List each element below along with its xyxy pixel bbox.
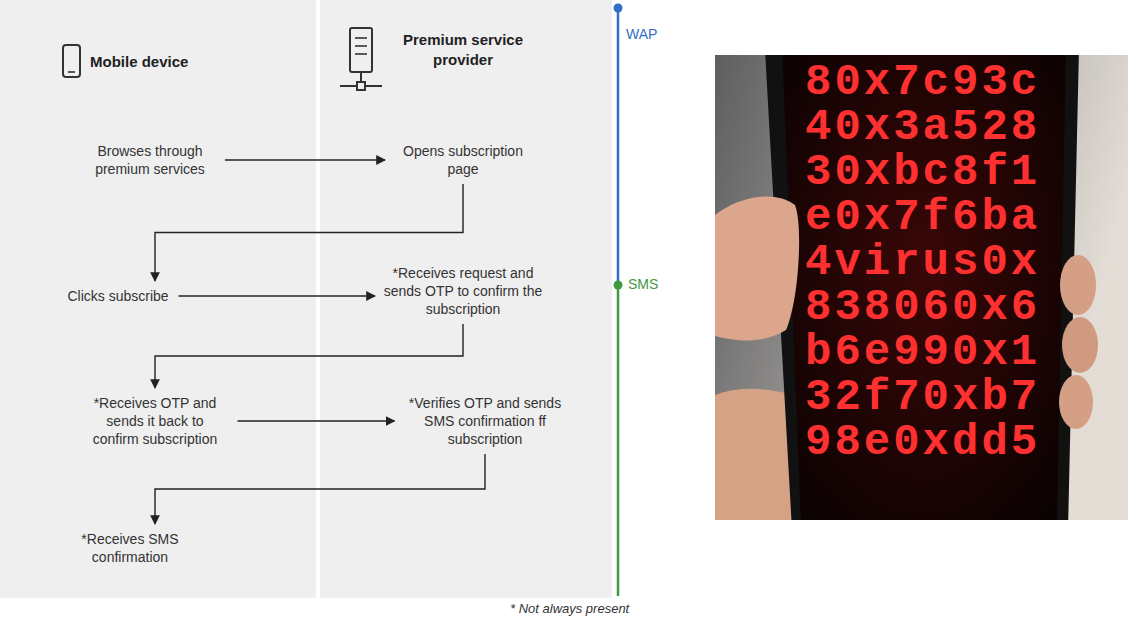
column-divider	[316, 0, 320, 598]
flow-arrow	[238, 420, 395, 421]
step-text: Browses through premium services	[85, 142, 215, 178]
step-text: *Receives OTP and sends it back to confi…	[83, 394, 228, 448]
server-icon	[350, 28, 372, 72]
phone-body	[765, 55, 1079, 520]
hand-thumb	[715, 197, 799, 341]
screen-code-line: 4virus0x	[805, 240, 1040, 285]
server-slot	[355, 45, 367, 47]
screen-code-line: 40x3a528	[805, 105, 1040, 150]
panel-ground	[0, 0, 612, 598]
step-text: *Receives SMS confirmation	[65, 530, 195, 566]
swimlane-column: Premium service providerOpens subscripti…	[320, 0, 612, 598]
wap-phase-line	[617, 8, 620, 285]
screen-code-line: 80x7c93c	[805, 60, 1040, 105]
process-step: *Receives OTP and sends it back to confi…	[81, 394, 230, 448]
hand-finger	[1060, 255, 1096, 315]
step-text: Opens subscription page	[393, 142, 533, 178]
hand-finger	[1062, 317, 1098, 373]
screen-code-line: b6e990x1	[805, 330, 1040, 375]
wap-phase-dot	[614, 4, 623, 13]
process-step: Browses through premium services	[83, 142, 217, 178]
screen-code-line: e0x7f6ba	[805, 195, 1040, 240]
screen-code: 80x7c93c40x3a52830xbc8f1e0x7f6ba4virus0x…	[805, 60, 1040, 465]
process-step: *Verifies OTP and sends SMS confirmation…	[401, 394, 570, 448]
flow-arrow	[225, 159, 385, 160]
step-text: *Receives request and sends OTP to confi…	[383, 264, 543, 318]
phase-label: WAP	[626, 26, 657, 42]
phone-screen	[782, 55, 1066, 520]
process-step: *Receives SMS confirmation	[63, 530, 197, 566]
phone-icon-button	[68, 71, 75, 73]
hand-finger	[1059, 375, 1093, 429]
step-text: *Verifies OTP and sends SMS confirmation…	[403, 394, 568, 448]
screen-code-line: 838060x6	[805, 285, 1040, 330]
step-text: Clicks subscribe	[67, 287, 168, 305]
server-slot	[355, 53, 367, 55]
server-network-node	[357, 82, 365, 90]
phone-icon	[63, 45, 80, 77]
server-stem	[360, 72, 362, 82]
footnote: * Not always present	[510, 601, 629, 616]
lane-heading: Mobile device	[90, 52, 188, 72]
screen-code-line: 32f70xb7	[805, 375, 1040, 420]
phone-photo	[715, 55, 1128, 520]
phase-label: SMS	[628, 276, 658, 292]
flow-arrow	[155, 324, 463, 388]
lane-heading: Premium service provider	[396, 30, 530, 70]
sms-phase-dot	[614, 281, 623, 290]
sms-phase-line	[617, 285, 620, 596]
flow-arrow	[179, 295, 375, 296]
server-slot	[355, 37, 367, 39]
screen-code-line: 98e0xdd5	[805, 420, 1040, 465]
process-step: Opens subscription page	[391, 142, 535, 178]
process-step: Clicks subscribe	[65, 287, 170, 305]
swimlane-column: Mobile deviceBrowses through premium ser…	[0, 0, 316, 598]
flow-arrow	[155, 454, 485, 524]
process-step: *Receives request and sends OTP to confi…	[381, 264, 545, 318]
screen-code-line: 30xbc8f1	[805, 150, 1040, 195]
